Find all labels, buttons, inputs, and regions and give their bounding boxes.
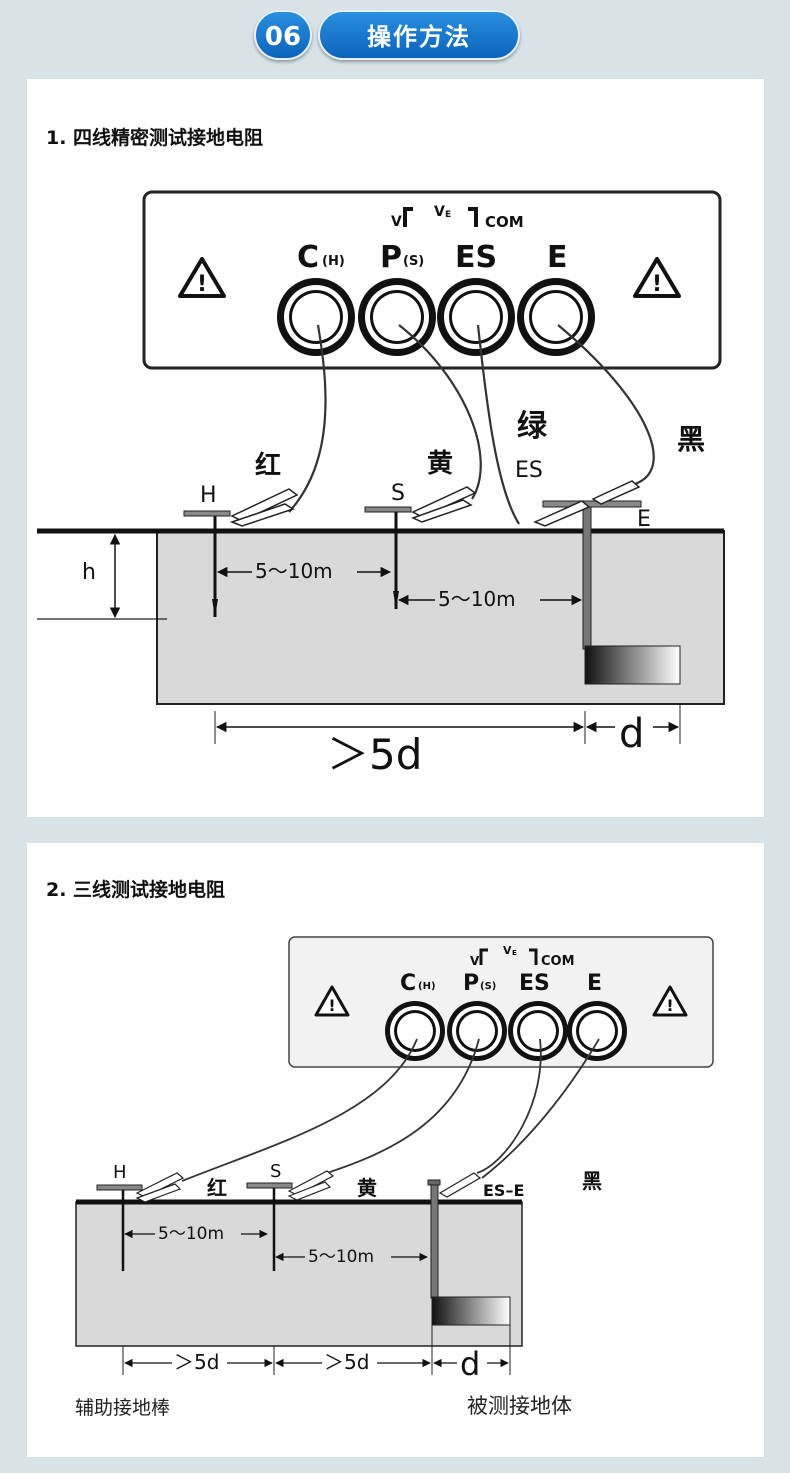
warning-icon-left: !	[314, 985, 350, 1017]
terminal-es-socket	[508, 1001, 568, 1061]
svg-text:E: E	[445, 210, 451, 220]
distance-1-label: 5～10m	[158, 1224, 224, 1244]
four-wire-panel: 1. 四线精密测试接地电阻 ! ! V V E COM C (H)	[27, 79, 764, 817]
three-wire-panel: 2. 三线测试接地电阻 ! ! V V E COM C (H) P (S)	[27, 843, 764, 1457]
probe-h-label: H	[200, 483, 217, 508]
wire-yellow-label: 黄	[427, 449, 453, 479]
test-wires	[288, 324, 655, 525]
svg-text:(S): (S)	[403, 254, 424, 269]
wire-es-label: ES	[515, 458, 543, 483]
warning-icon-left: !	[178, 257, 226, 298]
terminal-e-socket	[517, 278, 595, 356]
distance-4-label: ＞5d	[324, 1350, 369, 1374]
test-wires	[181, 1038, 600, 1182]
terminal-es-socket	[437, 278, 515, 356]
distance-3-label: ＞5d	[174, 1350, 219, 1374]
terminal-c-label: C	[400, 971, 416, 996]
caption-tested-body: 被测接地体	[467, 1394, 572, 1418]
distance-2-label: 5～10m	[438, 587, 516, 611]
instrument-panel	[142, 190, 722, 370]
four-wire-diagram: ! ! V V E COM C (H) P (S) ES E	[37, 190, 725, 779]
v-label: V	[470, 954, 480, 968]
terminal-es-label: ES	[519, 971, 550, 996]
wire-black-label: 黑	[582, 1169, 602, 1193]
wire-red-label: 红	[207, 1176, 227, 1200]
com-label: COM	[485, 213, 524, 231]
terminal-c-socket	[277, 278, 355, 356]
terminal-es-label: ES	[455, 240, 497, 275]
ve-label: V	[503, 944, 512, 957]
svg-text:(S): (S)	[480, 981, 496, 992]
svg-text:!: !	[328, 996, 335, 1015]
com-label: COM	[541, 954, 575, 969]
wire-green-label: 绿	[517, 409, 548, 444]
probe-ese-label: ES–E	[483, 1181, 524, 1200]
height-label: h	[82, 560, 96, 585]
distance-total-label: ＞5d	[327, 730, 422, 779]
probe-s-label: S	[270, 1161, 281, 1182]
terminal-p-socket	[447, 1001, 507, 1061]
terminal-e-socket	[567, 1001, 627, 1061]
distance-2-label: 5～10m	[308, 1247, 374, 1267]
probe-h	[183, 488, 299, 617]
v-label: V	[391, 214, 402, 230]
probe-h-label: H	[113, 1162, 127, 1183]
probe-e-label: E	[637, 507, 651, 532]
svg-text:(H): (H)	[418, 981, 436, 992]
probe-s	[246, 1170, 335, 1271]
probe-h	[96, 1172, 185, 1271]
wire-yellow-label: 黄	[357, 1176, 377, 1200]
wire-black-label: 黑	[677, 423, 705, 456]
svg-text:!: !	[197, 272, 207, 297]
distance-1-label: 5～10m	[255, 559, 333, 583]
caption-auxiliary-rod: 辅助接地棒	[75, 1397, 170, 1419]
warning-icon-right: !	[652, 985, 688, 1017]
terminal-p-label: P	[380, 240, 402, 275]
svg-text:!: !	[666, 996, 673, 1015]
svg-text:!: !	[652, 272, 662, 297]
three-wire-diagram: ! ! V V E COM C (H) P (S) ES E	[75, 936, 714, 1419]
ground-electrode	[533, 480, 681, 685]
wire-red-label: 红	[255, 450, 281, 481]
probe-s	[364, 486, 477, 609]
terminal-e-label: E	[547, 240, 568, 275]
section-title-badge: 操作方法	[318, 10, 520, 60]
svg-text:E: E	[512, 949, 517, 957]
terminal-c-socket	[385, 1001, 445, 1061]
probe-s-label: S	[391, 481, 405, 506]
terminal-c-label: C	[297, 240, 319, 275]
three-wire-title: 2. 三线测试接地电阻	[46, 879, 226, 901]
terminal-p-socket	[358, 278, 436, 356]
distance-d-label: d	[460, 1345, 480, 1383]
ground-electrode	[427, 1172, 511, 1326]
ve-label: V	[434, 204, 445, 220]
warning-icon-right: !	[633, 257, 681, 298]
svg-text:(H): (H)	[322, 254, 345, 269]
distance-d-label: d	[619, 711, 644, 757]
four-wire-title: 1. 四线精密测试接地电阻	[46, 127, 264, 149]
section-number-badge: 06	[254, 10, 312, 60]
terminal-p-label: P	[463, 971, 479, 996]
terminal-e-label: E	[587, 971, 602, 996]
